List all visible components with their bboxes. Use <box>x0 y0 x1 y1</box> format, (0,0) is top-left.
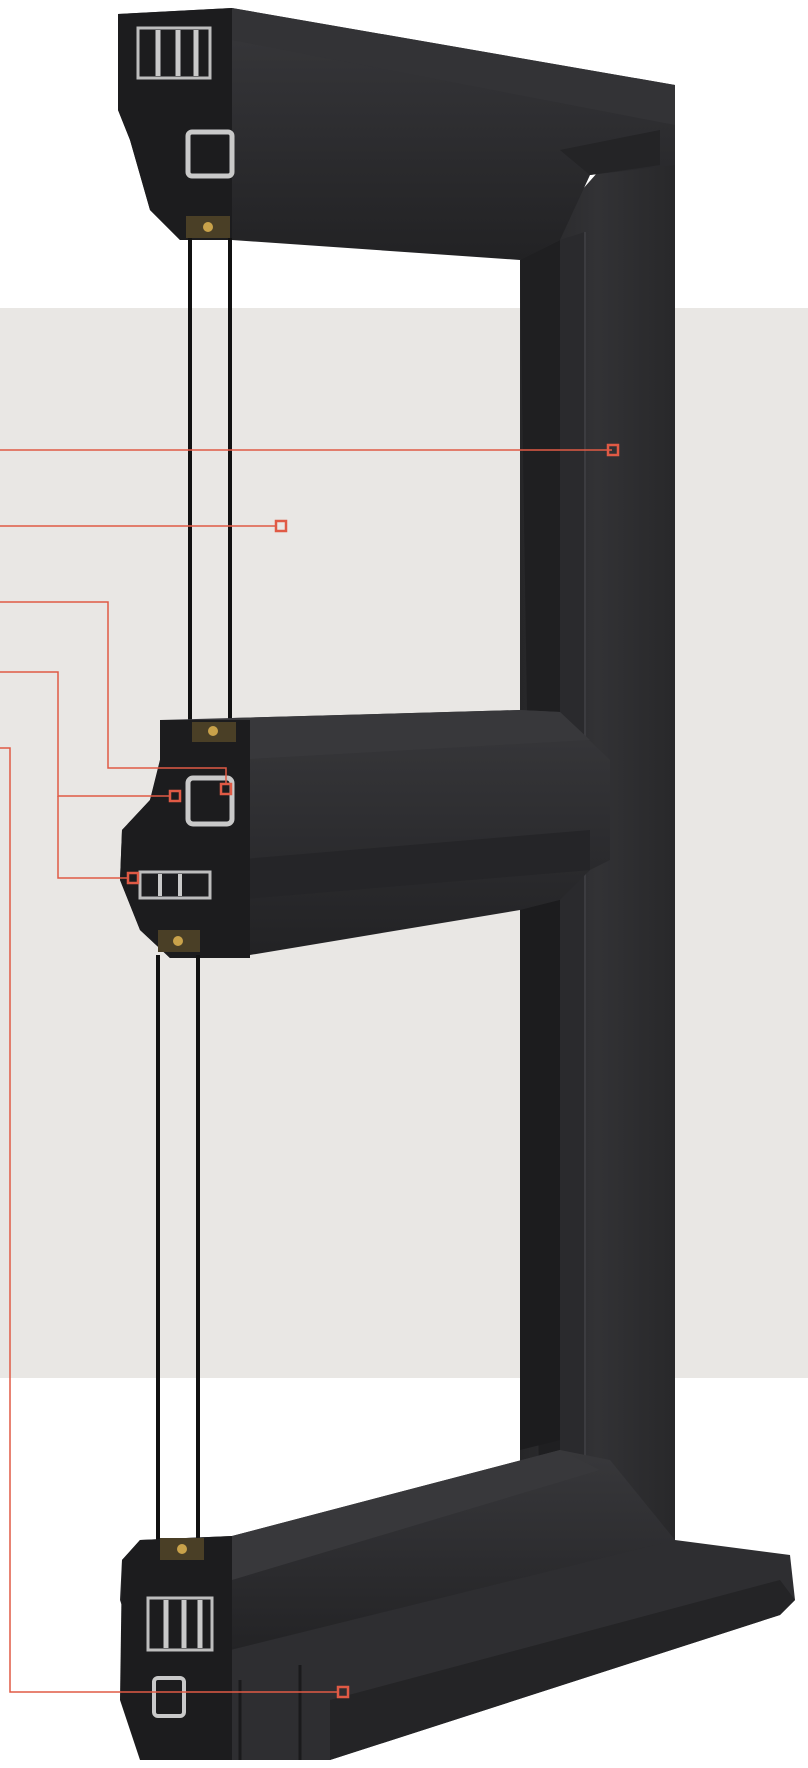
upper-glazing <box>188 238 232 720</box>
square-marker-icon <box>336 1685 350 1699</box>
sill-reinforcement <box>146 1596 214 1652</box>
square-marker-icon <box>126 871 140 885</box>
sash-reinforcement-callout <box>57 796 128 879</box>
lower-glazing <box>156 955 200 1540</box>
transom-chamber-callout <box>0 671 170 797</box>
square-marker-icon <box>168 789 182 803</box>
head-reinforcement <box>136 26 212 80</box>
square-marker-icon <box>274 519 288 533</box>
glass-bead <box>520 900 560 1450</box>
square-marker-icon <box>219 782 233 796</box>
sill-chamber-callout <box>0 747 338 1693</box>
sill-chamber <box>152 1676 186 1718</box>
frame-head <box>118 8 675 260</box>
square-marker-icon <box>606 443 620 457</box>
callout-markers <box>126 443 620 1699</box>
callout-lines <box>0 449 612 1693</box>
frame-sill <box>120 1450 795 1760</box>
transom-reinforcement-callout <box>0 601 227 784</box>
transom-sash-reinforcement <box>138 870 212 900</box>
transom <box>120 710 610 958</box>
transom-reinforcement <box>185 775 235 827</box>
head-sash-reinforcement <box>185 129 235 179</box>
